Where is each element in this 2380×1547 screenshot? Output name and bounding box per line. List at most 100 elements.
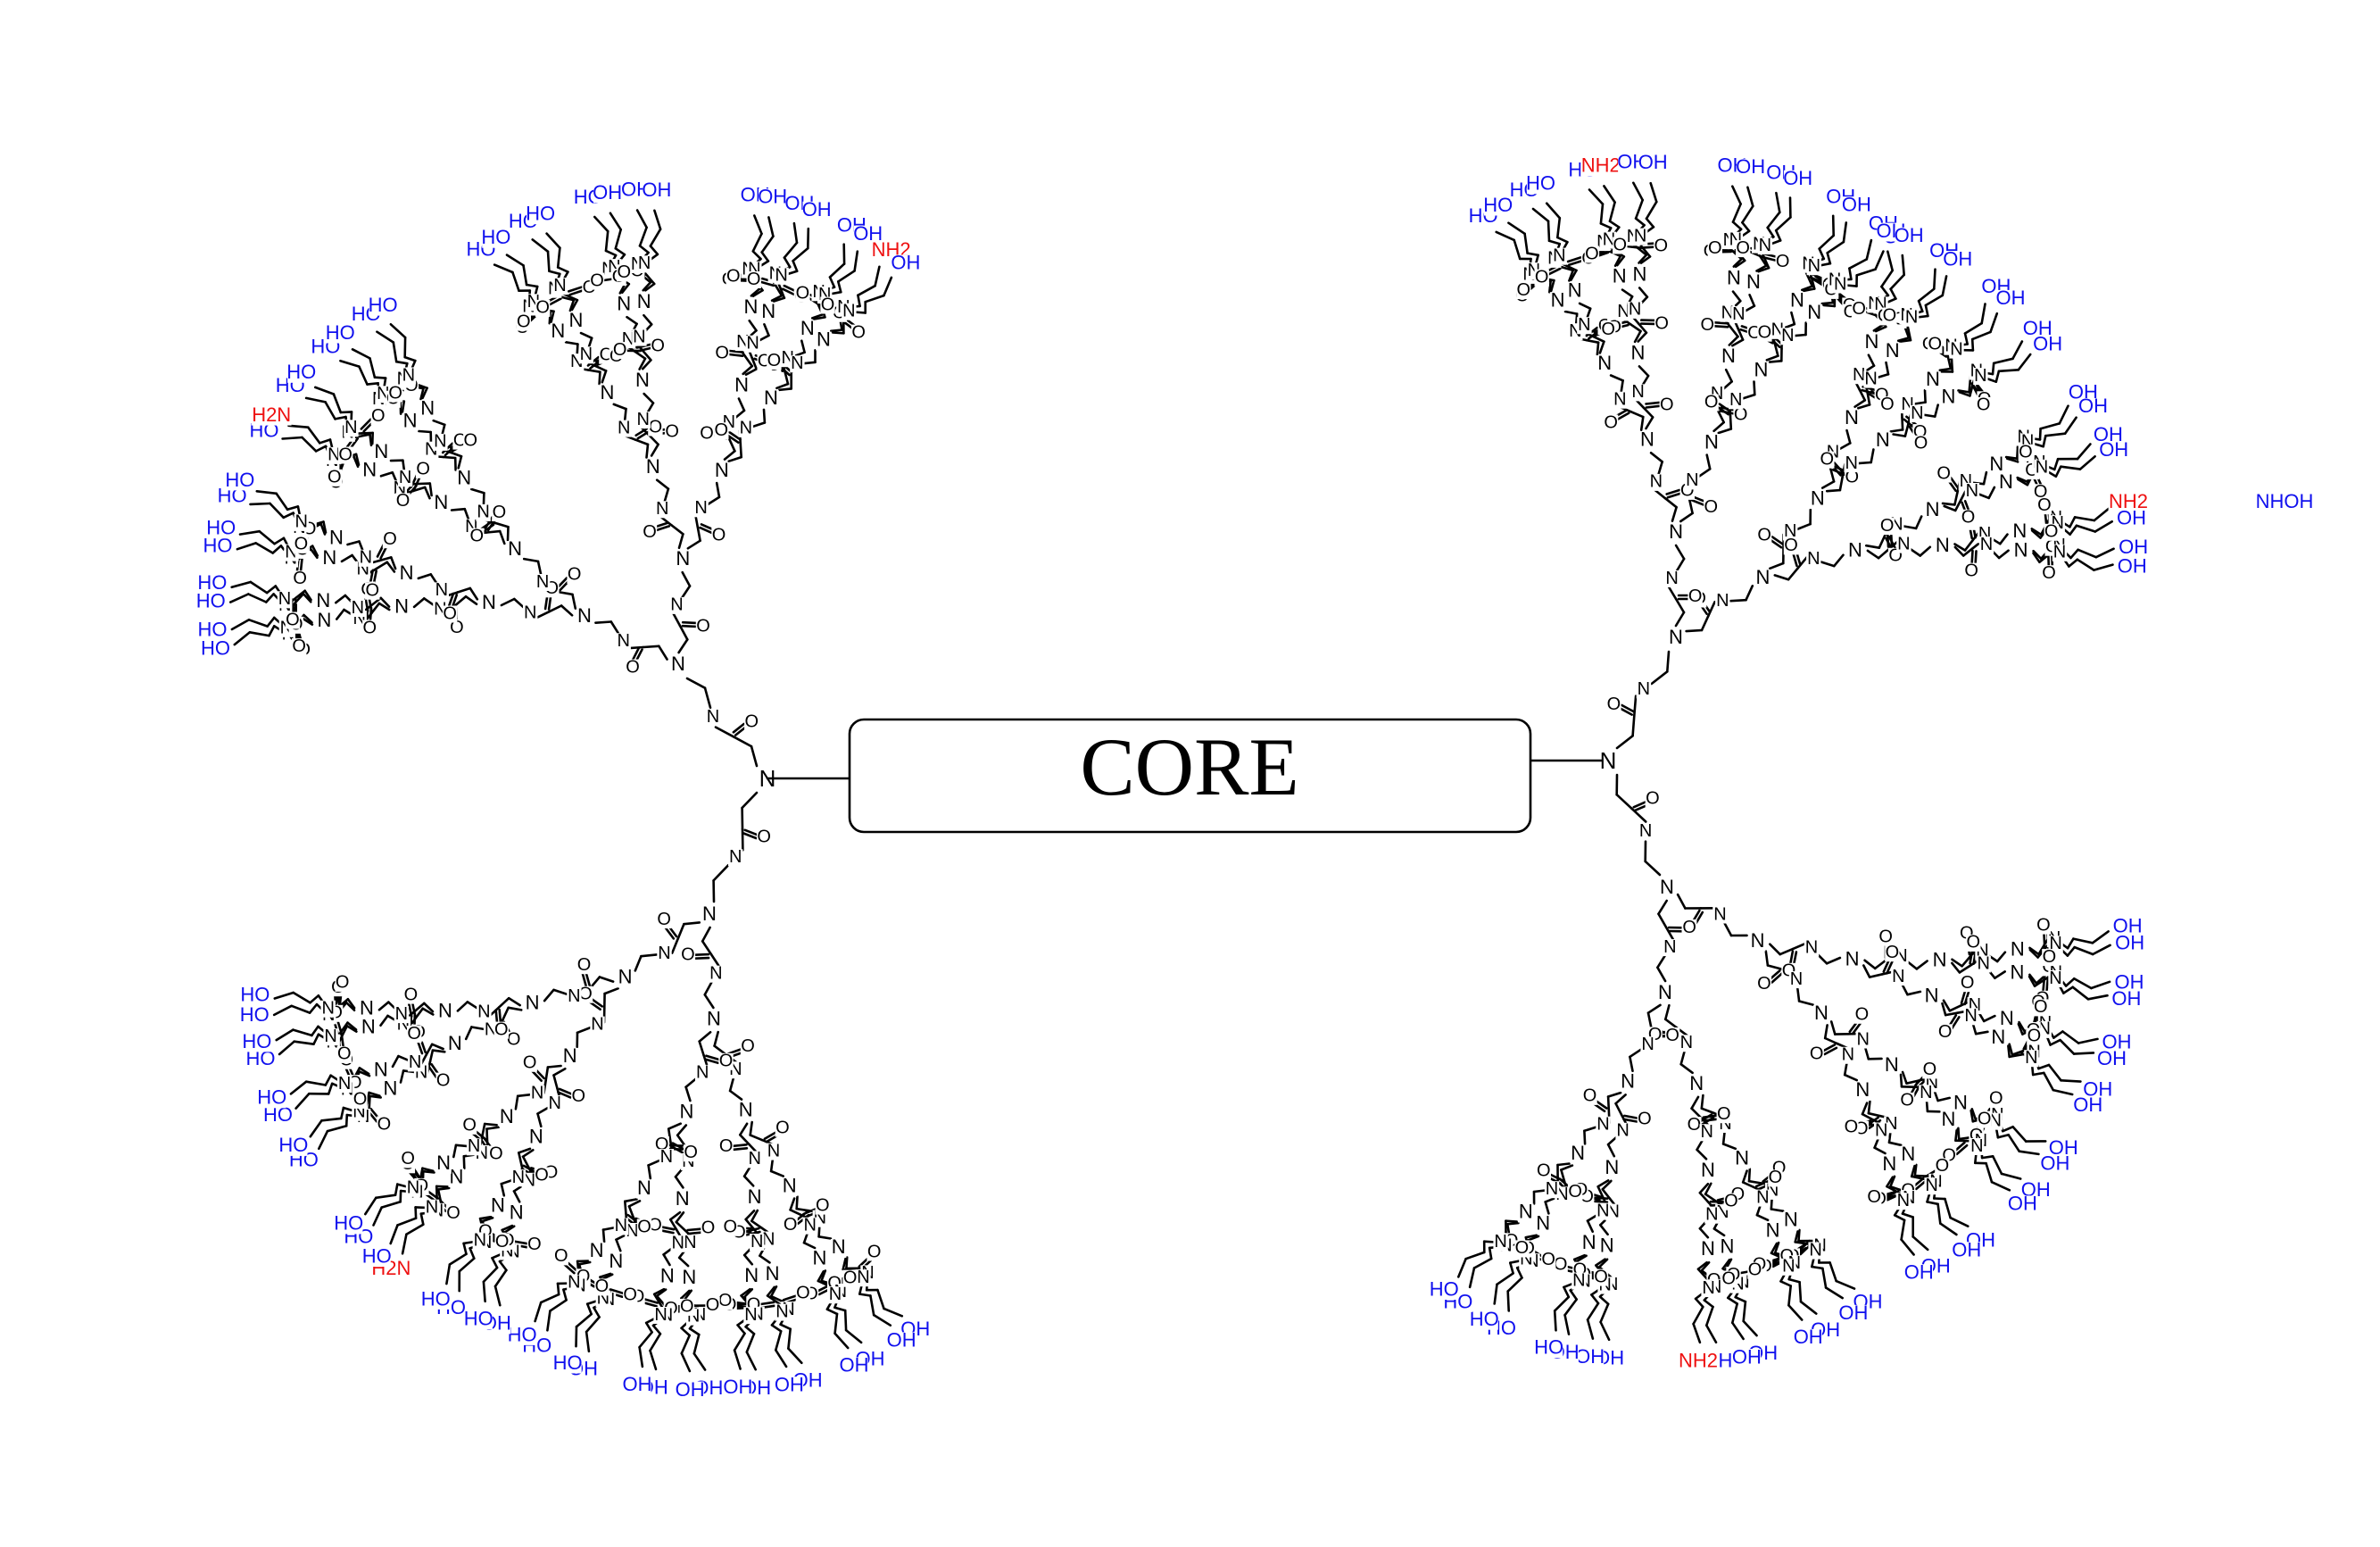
carbonyl-oxygen: O xyxy=(649,417,663,437)
carbonyl-oxygen: O xyxy=(1978,1109,1992,1128)
carbonyl-oxygen: O xyxy=(494,1019,509,1039)
bond xyxy=(874,1315,891,1326)
amide-nitrogen: N xyxy=(1596,1114,1609,1134)
bond xyxy=(771,1171,784,1177)
bond xyxy=(1601,1304,1609,1322)
bond xyxy=(524,265,527,285)
branch-nitrogen: N xyxy=(676,1187,690,1210)
bond xyxy=(1525,234,1528,254)
bond xyxy=(283,437,303,439)
bond xyxy=(559,592,573,595)
terminal-hydroxyl-group: OH xyxy=(2117,507,2146,529)
terminal-hydroxyl-group: OH xyxy=(1895,224,1924,246)
carbonyl-oxygen: O xyxy=(643,522,657,542)
bond xyxy=(1644,408,1653,418)
bond xyxy=(603,1227,615,1230)
bond xyxy=(1466,1252,1485,1259)
bond xyxy=(2041,423,2060,428)
terminal-hydroxyl-group: OH xyxy=(775,1373,804,1395)
terminal-hydroxyl-group: OH xyxy=(1904,1261,1934,1284)
bond xyxy=(484,1282,485,1302)
bond xyxy=(471,1027,485,1030)
carbonyl-oxygen: O xyxy=(1964,561,1978,580)
bond xyxy=(235,632,250,645)
bond xyxy=(768,217,773,236)
bond xyxy=(1633,183,1642,200)
bond xyxy=(1547,204,1560,218)
bond xyxy=(1830,1262,1837,1281)
terminal-hydroxyl-group: OH xyxy=(2118,555,2147,578)
bond xyxy=(2013,1127,2027,1141)
bond xyxy=(2094,565,2112,570)
bond xyxy=(1925,390,1926,402)
bond xyxy=(1891,289,1896,299)
bond xyxy=(1507,1223,1518,1224)
bond xyxy=(460,1259,475,1272)
bond xyxy=(268,618,275,627)
terminal-hydroxyl-group: HO xyxy=(198,619,228,641)
bond xyxy=(1776,193,1779,212)
carbonyl-oxygen: O xyxy=(337,1044,352,1064)
carbonyl-oxygen: O xyxy=(701,1218,716,1237)
bond xyxy=(499,998,509,1007)
branch-nitrogen: N xyxy=(1658,981,1672,1003)
bond xyxy=(794,223,797,243)
bond xyxy=(729,457,742,462)
bond xyxy=(1891,429,1903,431)
branch-nitrogen: N xyxy=(618,966,633,988)
bond xyxy=(1917,961,1928,969)
terminal-hydroxyl-group: OH xyxy=(1732,1345,1762,1368)
bond xyxy=(1708,602,1714,616)
bond xyxy=(1952,361,1953,371)
bond xyxy=(1744,1321,1757,1335)
branch-nitrogen: N xyxy=(1721,345,1736,367)
bond xyxy=(1624,1116,1638,1119)
carbonyl-oxygen: O xyxy=(706,1295,720,1315)
amide-nitrogen: N xyxy=(775,1302,788,1321)
carbonyl-oxygen: O xyxy=(1757,974,1771,994)
bond xyxy=(1999,551,2009,558)
carbonyl-oxygen: O xyxy=(719,1136,734,1156)
amide-nitrogen: N xyxy=(407,1178,419,1198)
bond xyxy=(678,924,684,938)
bond xyxy=(1630,1057,1632,1071)
bond xyxy=(1972,339,1973,350)
branch-nitrogen: N xyxy=(743,295,758,318)
carbonyl-oxygen: O xyxy=(1883,305,1897,325)
bond xyxy=(293,1030,311,1035)
bond xyxy=(2060,406,2069,424)
core-group: CORE N N xyxy=(759,719,1617,832)
bond xyxy=(2044,1073,2053,1090)
bond xyxy=(1714,422,1724,431)
branch-nitrogen: N xyxy=(1784,1209,1798,1231)
amide-nitrogen: N xyxy=(1974,366,1986,386)
carbonyl-oxygen: O xyxy=(286,610,300,629)
bond xyxy=(695,954,709,955)
bond xyxy=(1611,376,1623,381)
branch-nitrogen: N xyxy=(374,1058,388,1080)
branch-nitrogen: N xyxy=(1885,1053,1899,1076)
bond xyxy=(1557,237,1567,242)
bond xyxy=(1863,966,1870,977)
carbonyl-oxygen: O xyxy=(353,1090,368,1110)
bond xyxy=(1728,1298,1737,1304)
bond xyxy=(1639,288,1647,297)
carbonyl-oxygen: O xyxy=(404,985,419,1004)
amide-nitrogen: N xyxy=(617,631,629,651)
bond xyxy=(1704,1119,1718,1121)
bond xyxy=(1652,671,1668,684)
bond xyxy=(1563,1287,1568,1297)
branch-nitrogen: N xyxy=(1876,428,1890,451)
branch-nitrogen: N xyxy=(715,459,729,481)
bond xyxy=(1676,599,1684,612)
amide-nitrogen: N xyxy=(434,432,446,452)
bond xyxy=(277,494,288,510)
bond xyxy=(249,620,268,626)
bond xyxy=(1934,270,1935,289)
bond xyxy=(1470,1268,1474,1287)
bond xyxy=(518,1152,521,1164)
bond xyxy=(1610,203,1615,221)
bond xyxy=(664,1254,670,1265)
bond xyxy=(284,513,294,518)
carbonyl-oxygen: O xyxy=(493,503,507,522)
